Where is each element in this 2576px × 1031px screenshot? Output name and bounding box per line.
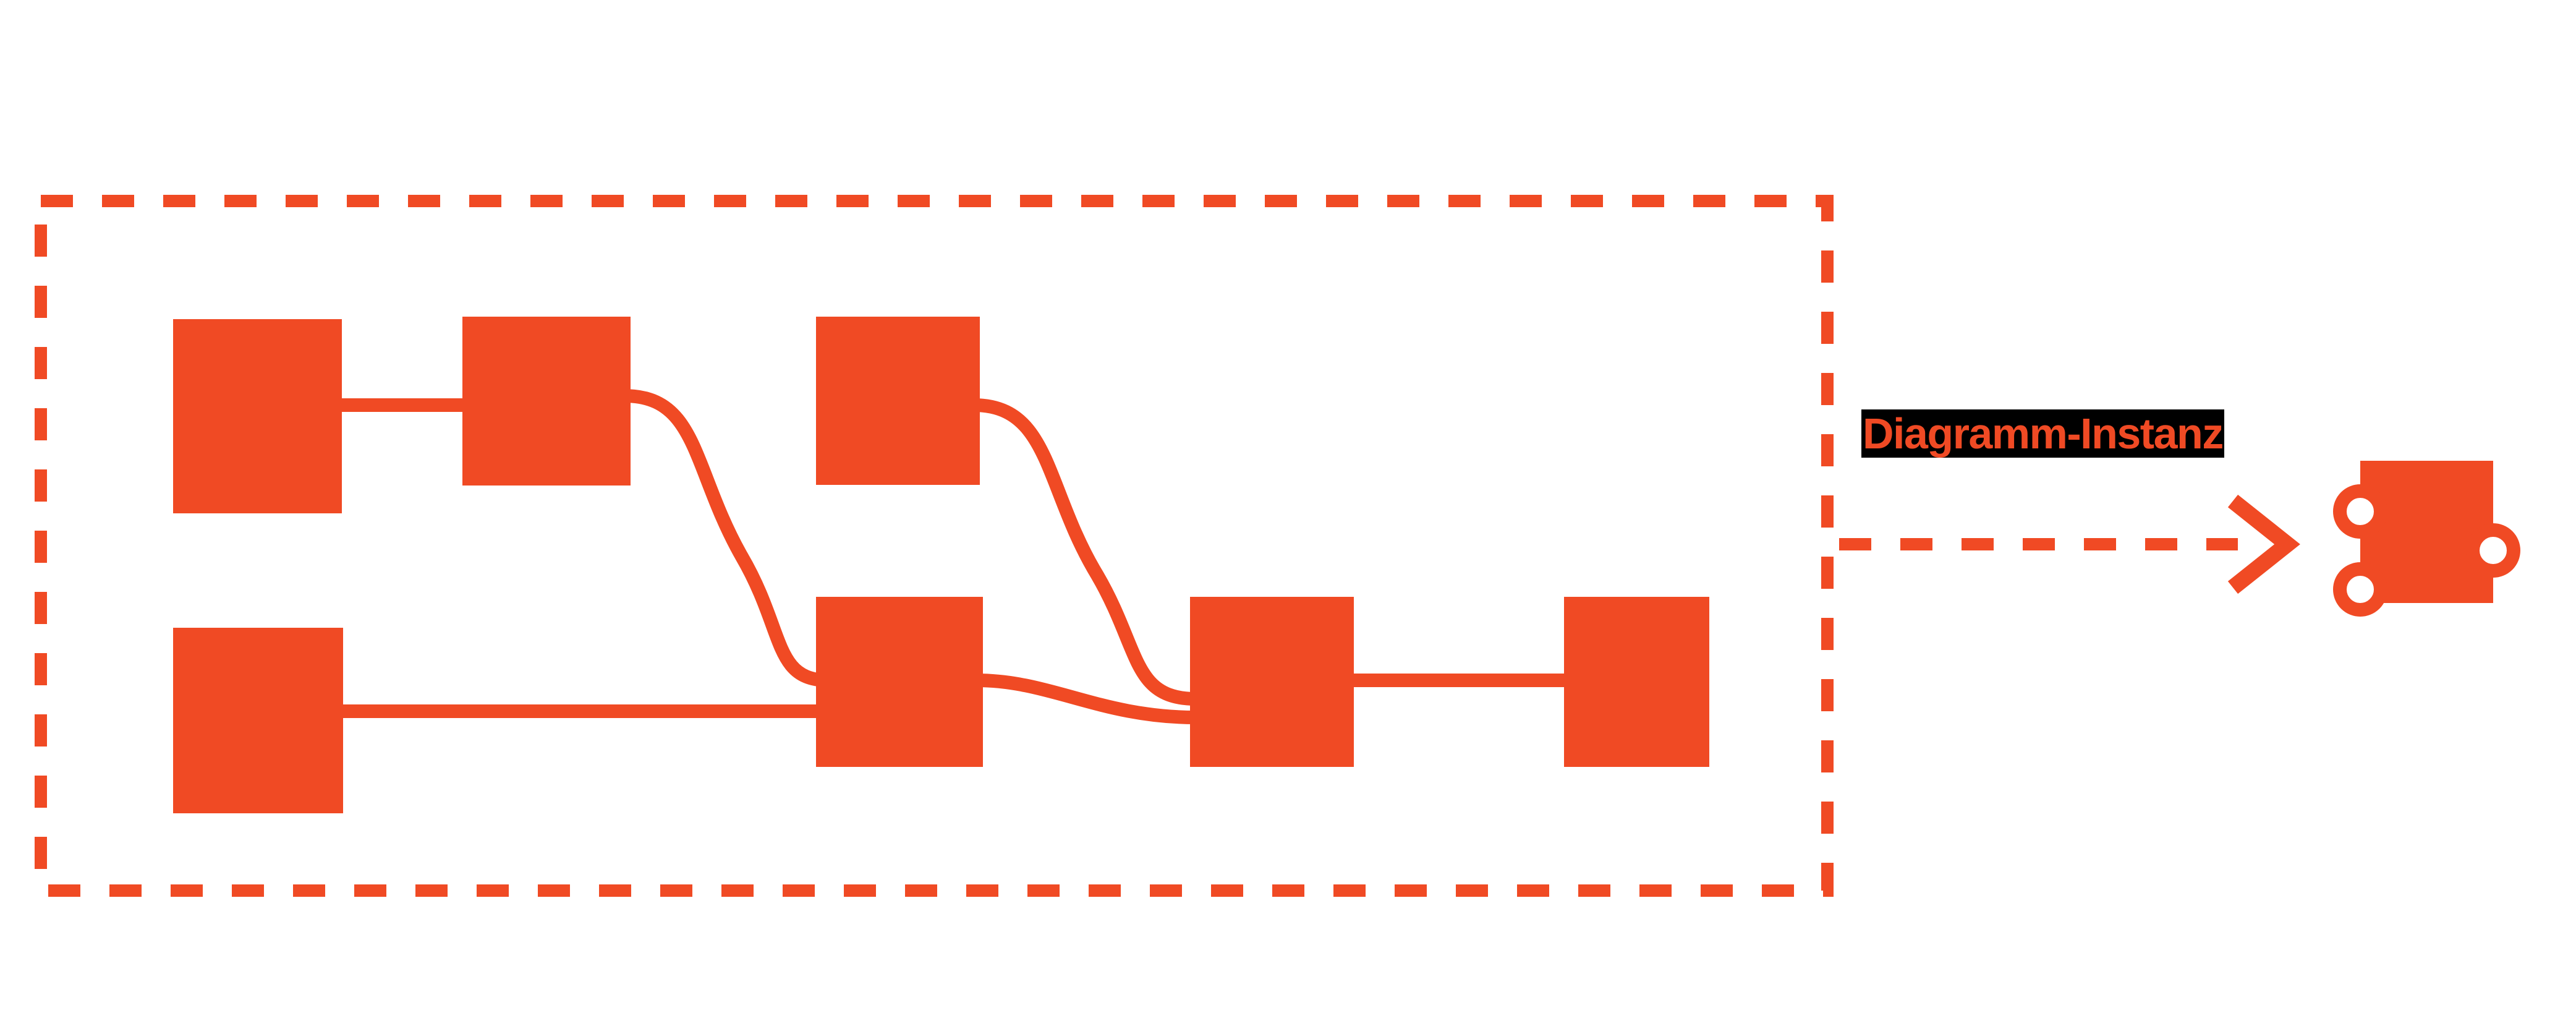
node-5[interactable] xyxy=(816,597,983,767)
edge-2-5[interactable] xyxy=(624,389,829,687)
diagram-boundary[interactable] xyxy=(35,195,1834,897)
arrowhead-icon xyxy=(2227,494,2300,594)
instance-relation-label: Diagramm-Instanz xyxy=(1861,409,2224,458)
instance-node[interactable] xyxy=(2333,461,2520,617)
port-left-top-icon[interactable] xyxy=(2333,484,2387,539)
node-2[interactable] xyxy=(462,317,631,486)
node-4[interactable] xyxy=(173,628,343,813)
edge-layer xyxy=(334,389,1573,724)
edge-5-6[interactable] xyxy=(976,674,1197,724)
node-3[interactable] xyxy=(816,317,980,485)
node-layer xyxy=(173,317,1709,813)
node-1[interactable] xyxy=(173,319,342,513)
instance-relation[interactable] xyxy=(1839,494,2300,594)
port-left-bottom-icon[interactable] xyxy=(2333,562,2387,617)
node-6[interactable] xyxy=(1190,597,1354,767)
node-7[interactable] xyxy=(1564,597,1709,767)
port-right-icon[interactable] xyxy=(2466,523,2520,578)
edge-3-6[interactable] xyxy=(973,398,1197,706)
